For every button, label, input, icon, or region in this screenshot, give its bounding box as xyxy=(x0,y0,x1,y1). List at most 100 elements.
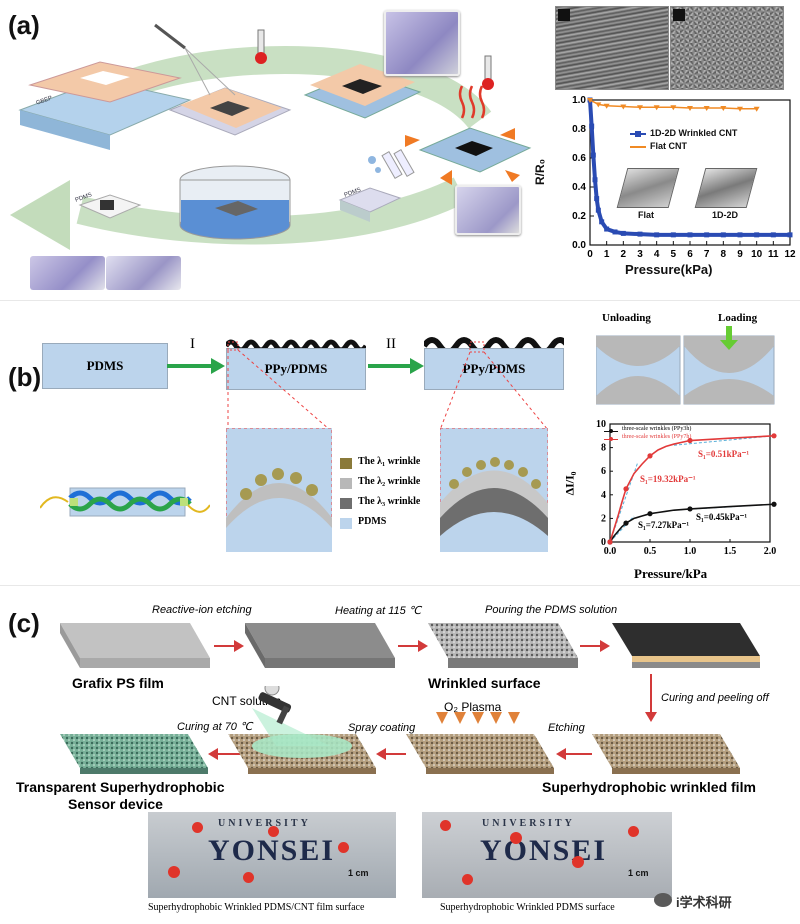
chart-b-point xyxy=(623,520,629,526)
chart-a-point-flat xyxy=(603,103,610,109)
chart-b-ytick-label: 0 xyxy=(601,537,606,548)
chart-a-ytick-label: 0.4 xyxy=(572,182,586,193)
chart-b-ytick-label: 6 xyxy=(601,466,606,477)
step-heat-label: Heating at 115 ℃ xyxy=(335,605,422,617)
chart-b-point xyxy=(623,486,629,492)
pdms-block: PDMS xyxy=(42,343,168,389)
wrinkle-device-schematic xyxy=(40,487,210,517)
label-transparent-1: Transparent Superhydrophobic xyxy=(16,779,225,795)
chart-a-point-wrinkled xyxy=(737,232,743,238)
legend-b-red-dot xyxy=(609,437,613,441)
chart-b-xtick-label: 0.5 xyxy=(644,546,657,557)
chart-a-point-flat xyxy=(670,105,677,111)
chart-a-point-wrinkled xyxy=(589,123,595,129)
step-plasma-label: O₂ Plasma xyxy=(444,700,502,714)
sem-badge-2 xyxy=(673,9,685,21)
zoom-detail-2 xyxy=(440,428,548,552)
sem-badge-1 xyxy=(558,9,570,21)
inset-label-flat: Flat xyxy=(638,210,655,220)
chart-a-point-flat xyxy=(737,106,743,112)
chart-b-ytick-label: 8 xyxy=(601,443,606,454)
chart-a-point-wrinkled xyxy=(612,229,618,235)
inset-label-1d2d: 1D-2D xyxy=(712,210,739,220)
chart-a-xtick-label: 12 xyxy=(784,249,796,260)
step-cure70-label: Curing at 70 ℃ xyxy=(177,721,253,733)
panel-c-label: (c) xyxy=(8,608,40,638)
chart-b-xtick-label: 0.0 xyxy=(604,546,617,557)
label-transparent-2: Sensor device xyxy=(68,796,163,812)
chart-a-xtick-label: 10 xyxy=(751,249,763,260)
ppy-block-2: PPy/PDMS xyxy=(424,348,564,390)
chart-b-series-line xyxy=(609,435,775,543)
chart-a-point-wrinkled xyxy=(590,152,596,158)
photo1-drop-4 xyxy=(243,872,254,883)
chart-a-point-wrinkled xyxy=(592,177,598,183)
chart-b-ylabel: ΔI/I₀ xyxy=(562,471,577,496)
chart-a-point-wrinkled xyxy=(654,232,660,238)
chart-b-point xyxy=(607,539,613,545)
loading-schematic xyxy=(596,326,775,405)
step-cure-peel-label: Curing and peeling off xyxy=(661,692,769,704)
chart-b-series-line xyxy=(609,503,775,543)
inset-1d2d-device xyxy=(694,168,758,208)
chart-b-point xyxy=(687,437,693,444)
process-arrow-head xyxy=(10,180,70,250)
chart-a-xtick-label: 4 xyxy=(654,249,660,260)
divider-b-c xyxy=(0,585,800,586)
step-pour-label: Pouring the PDMS solution xyxy=(485,604,618,616)
ppy-block-2-label: PPy/PDMS xyxy=(462,361,526,376)
chart-a-xtick-label: 11 xyxy=(768,249,779,260)
chart-a-ytick-label: 0.2 xyxy=(572,211,586,222)
block1-hole xyxy=(80,71,130,85)
chart-b-xtick-label: 1.0 xyxy=(684,546,697,557)
photo2-drop-3 xyxy=(462,874,473,885)
chart-a-xtick-label: 6 xyxy=(687,249,693,260)
chart-b-ytick-label: 4 xyxy=(601,490,606,501)
chart-b-point xyxy=(687,506,693,512)
panel-b-label: (b) xyxy=(8,362,42,392)
chart-b-xtick-label: 1.5 xyxy=(724,546,737,557)
legend-b-red-text: three-scale wrinkles (PPy7h) xyxy=(622,434,692,440)
watermark-text: i学术科研 xyxy=(676,895,732,910)
sem-image-wrinkled xyxy=(555,6,669,90)
chart-a-point-wrinkled xyxy=(604,226,610,232)
chart-b-point xyxy=(647,511,653,517)
photo1-yonsei-text: YONSEI xyxy=(208,834,336,867)
chart-a-point-flat xyxy=(720,105,727,111)
chart-b-point xyxy=(647,453,653,459)
photo1-drop-2 xyxy=(268,826,279,837)
photo1-scale-bar: 1 cm xyxy=(348,868,369,878)
ppy-block-1: PPy/PDMS xyxy=(226,348,366,390)
annotation-s1: S₁=0.51kPa⁻¹ xyxy=(698,449,750,459)
photo2-yonsei-text: YONSEI xyxy=(480,834,608,867)
block1-side xyxy=(20,110,110,150)
legend-text-l3: The λ₃ wrinkle xyxy=(358,496,421,507)
chart-a-point-wrinkled xyxy=(599,219,605,225)
photo1-caption: Superhydrophobic Wrinkled PDMS/CNT film … xyxy=(148,902,365,913)
legend-label-wrinkled: 1D-2D Wrinkled CNT xyxy=(650,128,738,138)
step-2-label: II xyxy=(386,336,396,352)
chart-a-xtick-label: 3 xyxy=(637,249,643,260)
photo1-drop-5 xyxy=(338,842,349,853)
chart-a-point-flat xyxy=(637,105,643,111)
chart-a-point-wrinkled xyxy=(620,230,626,236)
chart-a-point-flat xyxy=(587,98,593,103)
block2-cnt xyxy=(210,101,250,116)
label-superhydro-film: Superhydrophobic wrinkled film xyxy=(542,779,756,795)
chart-b-slope-guide-black xyxy=(609,515,635,543)
arrow-step-2 xyxy=(368,358,424,374)
block3-cnt xyxy=(342,79,382,94)
legend-text-l1: The λ₁ wrinkle xyxy=(358,456,421,467)
legend-text-l2: The λ₂ wrinkle xyxy=(358,476,421,487)
ppy-block-2-wave xyxy=(424,337,564,352)
photo1-drop-3 xyxy=(168,866,180,878)
chart-b-ytick-label: 10 xyxy=(596,420,606,430)
chart-a-point-wrinkled xyxy=(754,232,760,238)
chart-a-xtick-label: 8 xyxy=(721,249,727,260)
block4-cnt xyxy=(455,141,493,156)
chart-a-xtick-label: 2 xyxy=(621,249,627,260)
chart-a-xtick-label: 1 xyxy=(604,249,610,260)
divider-a-b xyxy=(0,300,800,301)
